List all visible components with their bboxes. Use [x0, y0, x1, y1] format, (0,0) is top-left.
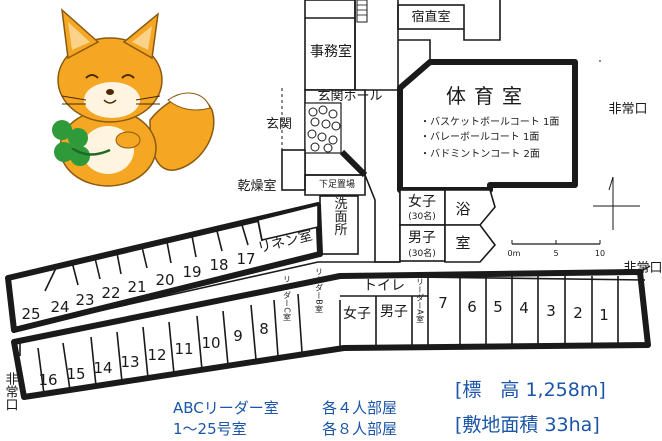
scale-label-10: 10	[595, 249, 605, 258]
emergency-exit-southeast: 非常口	[623, 261, 662, 276]
room-drying: 乾燥室	[237, 178, 276, 194]
room-number: 14	[93, 359, 112, 377]
room-number: 16	[38, 371, 57, 389]
entrance-stones-icon	[304, 102, 342, 154]
room-number: 13	[120, 353, 139, 371]
room-number: 6	[467, 298, 477, 316]
emergency-exit-west: 非常口	[3, 372, 19, 411]
room-bath-2: 室	[455, 234, 470, 252]
room-number: 7	[438, 294, 448, 312]
fox-mascot	[52, 8, 215, 187]
stairs-icon	[356, 0, 368, 23]
room-number: 4	[519, 299, 529, 317]
room-number: 21	[127, 278, 146, 296]
building-outline	[5, 0, 651, 400]
room-number: 10	[201, 334, 220, 352]
room-entrance-hall: 玄関ホール	[317, 89, 382, 104]
lower-room-numbers: 16 15 14 13 12 11 10 9 8	[38, 320, 268, 389]
room-number: 20	[155, 271, 174, 289]
room-leader-b: リーダーB室	[315, 267, 324, 313]
room-number: 12	[147, 346, 166, 364]
room-number: 1	[599, 306, 609, 324]
room-shoe-area: 下足置場	[319, 178, 355, 190]
elevation-info: [標 高 1,258m]	[455, 379, 606, 401]
emergency-exit-east: 非常口	[608, 102, 647, 117]
room-number: 18	[209, 256, 228, 274]
room-number: 22	[101, 284, 120, 302]
room-women-capacity: (30名)	[408, 210, 435, 222]
room-number: 8	[259, 320, 269, 338]
room-number: 24	[50, 298, 69, 316]
east-room-numbers: 7 6 5 4 3 2 1	[438, 294, 609, 324]
clover-icon	[52, 120, 111, 166]
room-toilet: トイレ	[363, 278, 405, 294]
north-arrow-icon	[593, 176, 640, 230]
room-number: 23	[75, 291, 94, 309]
room-women: 女子	[408, 193, 436, 210]
room-leader-c: リーダーC室	[283, 275, 292, 321]
legend-leader-rooms-label: ABCリーダー室	[173, 399, 279, 417]
room-toilet-men: 男子	[380, 304, 408, 320]
legend-numbered-rooms-value: 各８人部屋	[322, 420, 397, 438]
room-number: 9	[233, 327, 243, 345]
room-men-capacity: (30名)	[408, 247, 435, 259]
legend-numbered-rooms-label: 1～25号室	[173, 420, 247, 438]
room-number: 19	[182, 263, 201, 281]
room-night-duty: 宿直室	[411, 9, 450, 25]
room-number: 25	[21, 305, 40, 323]
legend-leader-rooms-value: 各４人部屋	[322, 399, 397, 417]
room-number: 15	[66, 365, 85, 383]
upper-room-numbers: 25 24 23 22 21 20 19 18 17	[21, 250, 255, 323]
room-men: 男子	[408, 230, 436, 246]
room-leader-a: リーダーA室	[416, 277, 425, 323]
gym-facility-2: ・バレーボールコート 1面	[420, 131, 539, 143]
gym-facility-1: ・バスケットボールコート 1面	[420, 116, 559, 128]
room-washroom: 洗面所	[332, 197, 348, 236]
room-office: 事務室	[310, 43, 352, 60]
room-number: 11	[174, 340, 193, 358]
room-number: 17	[236, 250, 255, 268]
room-gym: 体育室	[446, 84, 530, 108]
room-bath-1: 浴	[455, 200, 470, 218]
scale-label-0: 0m	[508, 249, 521, 258]
room-number: 5	[493, 298, 503, 316]
room-number: 3	[546, 302, 556, 320]
room-number: 2	[573, 304, 583, 322]
scale-label-5: 5	[553, 249, 558, 258]
gym-facility-3: ・バドミントンコート 2面	[420, 148, 540, 160]
room-entrance: 玄関	[266, 117, 292, 132]
room-toilet-women: 女子	[343, 305, 371, 322]
scale-bar: 0m 5 10	[508, 240, 605, 258]
site-area-info: [敷地面積 33ha]	[455, 414, 600, 436]
